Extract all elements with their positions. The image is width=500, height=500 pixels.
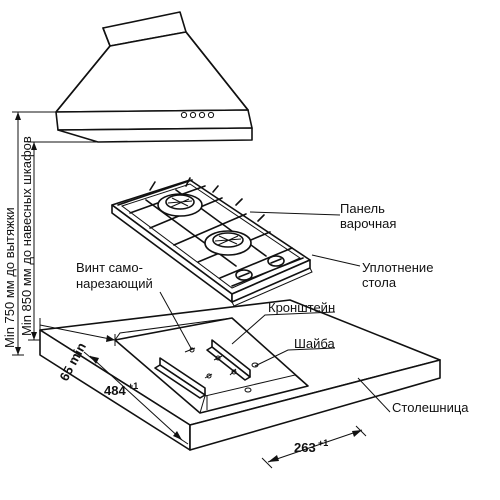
depth-tolerance: +1 <box>128 381 138 391</box>
width-dimension-line <box>267 429 363 463</box>
cooktop <box>111 177 313 307</box>
leader-seal <box>311 254 361 267</box>
callout-labels: Панель варочная Уплотнение стола Винт са… <box>76 201 469 415</box>
label-panel-line2: варочная <box>340 216 396 231</box>
label-screw-line1: Винт само- <box>76 260 143 275</box>
screw-2 <box>213 355 223 361</box>
leader-washer <box>254 347 336 367</box>
setback-dimension-line <box>39 324 116 341</box>
label-seal-line1: Уплотнение <box>362 260 433 275</box>
hood-canopy <box>55 31 249 113</box>
callout-leaders <box>159 211 391 413</box>
label-bracket: Кронштейн <box>268 300 335 315</box>
cabinet-clearance-label: Min 850 мм до навесных шкафов <box>19 136 34 336</box>
label-washer: Шайба <box>294 336 336 351</box>
hood-clearance-label: Min 750 мм до вытяжки <box>2 207 17 348</box>
countertop-side-edge <box>189 359 441 451</box>
leader-screw <box>159 291 193 351</box>
label-countertop: Столешница <box>392 400 469 415</box>
hood-button-2 <box>189 111 197 119</box>
leader-bracket <box>231 311 336 345</box>
hood-button-4 <box>207 111 215 119</box>
grate-rail-2 <box>231 257 304 287</box>
label-seal-line2: стола <box>362 275 397 290</box>
depth-value: 484 <box>104 383 126 398</box>
hood-button-1 <box>180 111 188 119</box>
hood-underside <box>57 127 253 143</box>
leader-panel <box>249 211 341 216</box>
width-tolerance: +1 <box>318 438 328 448</box>
label-screw-line2: нарезающий <box>76 276 153 291</box>
hood-button-3 <box>198 111 206 119</box>
grate-rail-1 <box>117 179 193 206</box>
washer-1 <box>244 387 252 393</box>
mounting-hardware <box>154 339 259 410</box>
clearance-dimensions: Min 750 мм до вытяжки Min 850 мм до наве… <box>2 111 98 356</box>
leader-countertop <box>357 377 391 413</box>
label-panel-line1: Панель <box>340 201 385 216</box>
range-hood <box>55 11 253 143</box>
depth-dimension-line <box>89 355 183 441</box>
hood-rim <box>55 109 253 131</box>
width-value: 263 <box>294 440 316 455</box>
